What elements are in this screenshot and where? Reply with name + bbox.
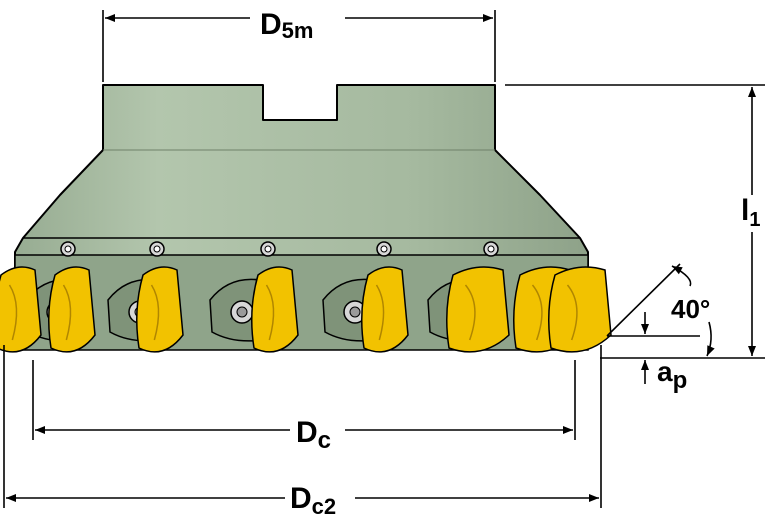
insert-facet bbox=[265, 284, 275, 341]
cutting-insert bbox=[361, 266, 409, 353]
cutting-insert bbox=[251, 266, 299, 353]
angle-arc-upper bbox=[671, 265, 692, 287]
cutting-inserts bbox=[0, 266, 612, 353]
screw-socket-icon bbox=[64, 245, 72, 253]
label-ap: ap bbox=[657, 356, 687, 394]
label-dc2-main: D bbox=[290, 482, 312, 515]
insert-facet bbox=[464, 284, 476, 341]
dimension-labels: D5m l1 40° ap Dc Dc2 bbox=[260, 8, 760, 519]
label-l1: l1 bbox=[741, 194, 760, 231]
insert-facet bbox=[375, 284, 385, 341]
cutting-insert bbox=[446, 266, 510, 353]
label-dc: Dc bbox=[296, 416, 331, 454]
torx-socket-icon bbox=[349, 306, 361, 318]
torx-socket-icon bbox=[236, 306, 248, 318]
dimension-lines bbox=[3, 10, 765, 508]
label-ap-main: a bbox=[657, 356, 673, 387]
cutting-insert bbox=[48, 266, 96, 353]
angle-leg bbox=[606, 263, 681, 337]
label-dc2: Dc2 bbox=[290, 482, 336, 519]
cutter-body bbox=[0, 84, 612, 353]
screw-socket-icon bbox=[264, 245, 272, 253]
cutting-insert bbox=[0, 266, 42, 353]
label-dc-main: D bbox=[296, 416, 318, 449]
screw-socket-icon bbox=[153, 245, 161, 253]
insert-facet bbox=[8, 284, 18, 341]
angle-arc-lower bbox=[706, 321, 715, 357]
insert-facet bbox=[150, 284, 160, 341]
insert-facet bbox=[531, 284, 543, 341]
cutting-insert bbox=[136, 266, 184, 353]
insert-facet bbox=[62, 284, 72, 341]
label-d5m-main: D bbox=[260, 8, 282, 41]
cutting-insert bbox=[548, 266, 612, 353]
label-l1-main: l bbox=[741, 194, 749, 227]
label-angle: 40° bbox=[671, 294, 710, 324]
label-d5m: D5m bbox=[260, 8, 313, 43]
label-ap-sub: p bbox=[673, 367, 688, 394]
insert-facet bbox=[566, 284, 578, 341]
screw-socket-icon bbox=[380, 245, 388, 253]
label-dc2-sub: c2 bbox=[312, 494, 336, 519]
shank bbox=[14, 84, 589, 281]
label-dc-sub: c bbox=[318, 427, 331, 454]
label-l1-sub: 1 bbox=[749, 209, 760, 231]
screw-socket-icon bbox=[487, 245, 495, 253]
label-d5m-sub: 5m bbox=[282, 18, 314, 43]
